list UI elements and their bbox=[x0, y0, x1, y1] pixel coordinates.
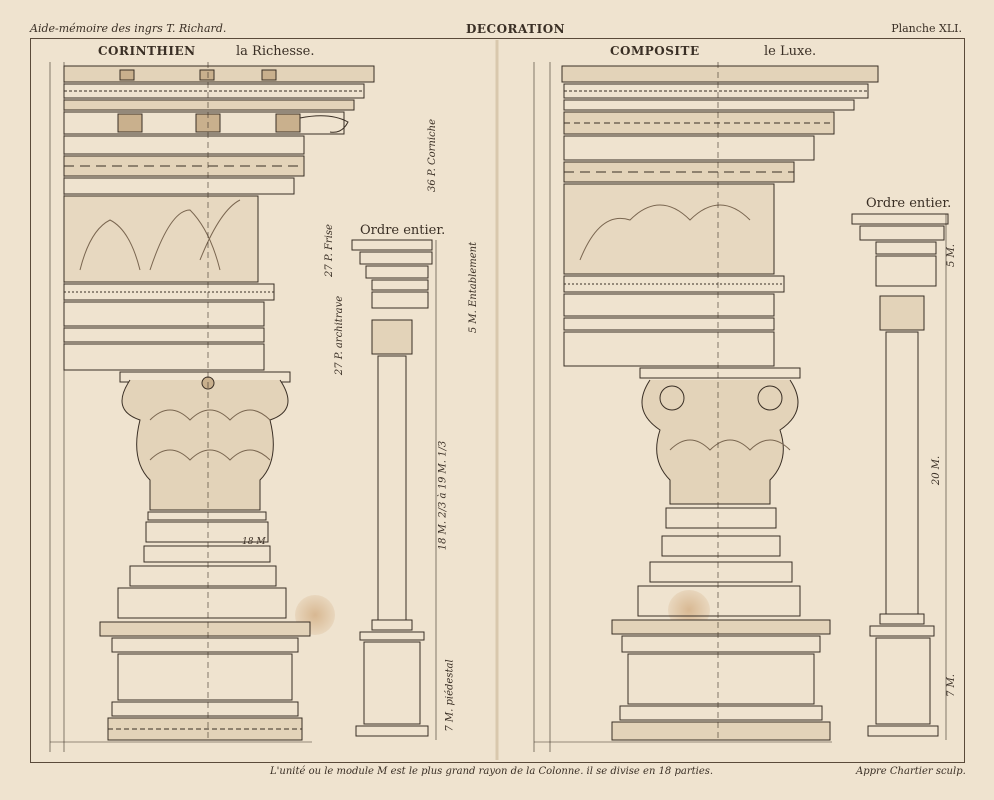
plate-frame bbox=[30, 38, 965, 763]
composite-shaft-label: 20 M. bbox=[931, 455, 943, 486]
composite-full-order-label: Ordre entier. bbox=[866, 196, 952, 211]
composite-subtitle: le Luxe. bbox=[764, 44, 817, 59]
corinthian-full-order bbox=[351, 239, 437, 740]
composite-detail bbox=[533, 62, 879, 752]
corinthian-title: CORINTHIEN bbox=[98, 44, 196, 58]
composite-pedestal-label: 7 M. bbox=[945, 674, 957, 697]
module-label: 18 M bbox=[242, 537, 266, 547]
composite-full-order bbox=[851, 213, 949, 740]
cornice-label: 36 P. Corniche bbox=[427, 118, 439, 193]
architrave-label: 27 P. architrave bbox=[334, 295, 346, 376]
footer-engraver: Appre Chartier sculp. bbox=[856, 766, 966, 777]
header-plate-number: Planche XLI. bbox=[891, 22, 962, 35]
composite-entablature-label: 5 M. bbox=[945, 244, 957, 267]
frieze-label: 27 P. Frise bbox=[323, 224, 335, 277]
corinthian-detail bbox=[49, 62, 375, 752]
entablature-label: 5 M. Entablement bbox=[468, 241, 480, 334]
corinthian-subtitle: la Richesse. bbox=[236, 44, 315, 59]
header-title: DECORATION bbox=[466, 22, 566, 36]
corinthian-full-order-label: Ordre entier. bbox=[360, 223, 446, 238]
footer-caption: L'unité ou le module M est le plus grand… bbox=[270, 766, 714, 777]
composite-title: COMPOSITE bbox=[610, 44, 700, 58]
shaft-label: 18 M. 2/3 à 19 M. 1/3 bbox=[437, 440, 449, 551]
pedestal-label: 7 M. piédestal bbox=[444, 659, 456, 732]
header-author: Aide-mémoire des ingrs T. Richard. bbox=[30, 22, 227, 35]
